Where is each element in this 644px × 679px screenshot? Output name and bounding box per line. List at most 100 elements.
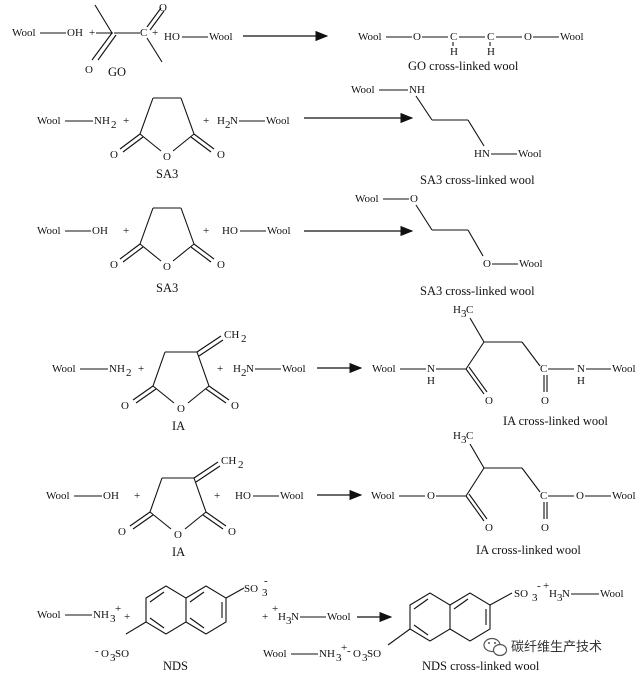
- nitrogen-label: N: [577, 363, 585, 375]
- charge: -: [537, 580, 541, 592]
- methylene-label: CH: [221, 455, 236, 467]
- subscript: 2: [225, 119, 231, 131]
- reaction-ia-amine: Wool NH 2 + CH 2 O O O + H 2 N Wool IA: [52, 304, 636, 433]
- reaction-sa3-hydroxyl: Wool OH + O O O + HO Wool SA3 Wool O O: [37, 193, 543, 298]
- sulfonate-label: O: [353, 648, 361, 660]
- wool-label: Wool: [355, 193, 379, 205]
- wool-label: Wool: [209, 31, 233, 43]
- oxygen-label: O: [177, 403, 185, 415]
- oxygen-label: O: [576, 490, 584, 502]
- carbon-label: C: [466, 430, 473, 442]
- subscript: 3: [336, 652, 342, 664]
- reagent-name: GO: [108, 65, 126, 79]
- plus-sign: +: [123, 225, 129, 237]
- amine-label: NH: [109, 363, 125, 375]
- h2n-label: H: [233, 363, 241, 375]
- oxygen-label: O: [159, 2, 167, 14]
- wool-label: Wool: [612, 490, 636, 502]
- carbon-label: C: [487, 31, 494, 43]
- oxygen-label: O: [485, 522, 493, 534]
- h2n-label: H: [217, 115, 225, 127]
- charge: -: [264, 575, 268, 587]
- product-name: NDS cross-linked wool: [422, 659, 540, 673]
- oxygen-label: O: [217, 149, 225, 161]
- wool-label: Wool: [12, 27, 36, 39]
- nh-label: NH: [409, 84, 425, 96]
- reaction-nds: Wool NH 3 + + SO 3 - - O 3 SO + + H 3 N …: [37, 575, 624, 673]
- watermark-text: 碳纤维生产技术: [511, 640, 602, 655]
- plus-sign: +: [89, 27, 95, 39]
- reagent-name: SA3: [156, 281, 178, 295]
- wool-label: Wool: [263, 648, 287, 660]
- subscript: 3: [286, 615, 292, 627]
- oxygen-label: O: [410, 193, 418, 205]
- plus-sign: +: [203, 225, 209, 237]
- wool-label: Wool: [52, 363, 76, 375]
- reaction-go: Wool OH + O C O + HO Wool GO Wool O C H …: [12, 2, 584, 79]
- product-name: GO cross-linked wool: [408, 59, 519, 73]
- oxygen-label: O: [485, 395, 493, 407]
- product-name: IA cross-linked wool: [476, 543, 581, 557]
- methylene-label: CH: [224, 329, 239, 341]
- watermark: 碳纤维生产技术: [483, 637, 602, 657]
- subscript: 3: [557, 592, 563, 604]
- naphthalene-ring: [125, 585, 245, 635]
- oxygen-label: O: [110, 259, 118, 271]
- charge: -: [347, 645, 351, 657]
- product-name: SA3 cross-linked wool: [420, 284, 535, 298]
- charge: +: [272, 603, 278, 615]
- wool-label: Wool: [518, 148, 542, 160]
- nitrogen-label: N: [246, 363, 254, 375]
- oxygen-label: O: [163, 261, 171, 273]
- reaction-ia-hydroxyl: Wool OH + CH 2 O O O + HO Wool IA Wool: [46, 430, 636, 559]
- product-name: SA3 cross-linked wool: [420, 173, 535, 187]
- wool-label: Wool: [267, 225, 291, 237]
- itaconic-anhydride-ring: [132, 335, 230, 404]
- nitrogen-label: N: [427, 363, 435, 375]
- oxygen-label: O: [483, 258, 491, 270]
- plus-sign: +: [134, 490, 140, 502]
- wechat-icon: [483, 637, 508, 657]
- oxygen-label: O: [174, 529, 182, 541]
- oxygen-label: O: [163, 151, 171, 163]
- oxygen-label: O: [85, 64, 93, 76]
- naphthalene-ring: [387, 592, 513, 646]
- subscript: 3: [262, 587, 268, 599]
- plus-sign: +: [152, 27, 158, 39]
- charge: -: [95, 645, 99, 657]
- sulfonate-label: SO: [115, 648, 129, 660]
- plus-sign: +: [138, 363, 144, 375]
- carbon-label: C: [140, 27, 147, 39]
- wool-label: Wool: [282, 363, 306, 375]
- subscript: 2: [111, 119, 117, 131]
- hydrogen-label: H: [427, 375, 435, 387]
- subscript: 3: [110, 652, 116, 664]
- plus-sign: +: [262, 611, 268, 623]
- ammonium-label: NH: [319, 648, 335, 660]
- wool-label: Wool: [560, 31, 584, 43]
- reagent-name: SA3: [156, 167, 178, 181]
- wool-label: Wool: [358, 31, 382, 43]
- oxygen-label: O: [110, 149, 118, 161]
- anhydride-ring: [119, 207, 215, 263]
- oxygen-label: O: [427, 490, 435, 502]
- subscript: 3: [461, 434, 467, 446]
- oxygen-label: O: [228, 526, 236, 538]
- ho-label: HO: [164, 31, 180, 43]
- methyl-label: H: [453, 430, 461, 442]
- hydrogen-label: H: [450, 46, 458, 58]
- subscript: 2: [126, 367, 132, 379]
- wool-label: Wool: [37, 225, 61, 237]
- ammonium-label: NH: [93, 609, 109, 621]
- subscript: 3: [110, 613, 116, 625]
- carbon-label: C: [540, 490, 547, 502]
- oxygen-label: O: [541, 522, 549, 534]
- oxygen-label: O: [524, 31, 532, 43]
- charge: +: [543, 580, 549, 592]
- charge: +: [341, 642, 347, 654]
- hydrogen-label: H: [487, 46, 495, 58]
- nitrogen-label: N: [291, 611, 299, 623]
- subscript: 3: [362, 652, 368, 664]
- nitrogen-label: N: [562, 588, 570, 600]
- reagent-name: IA: [172, 419, 185, 433]
